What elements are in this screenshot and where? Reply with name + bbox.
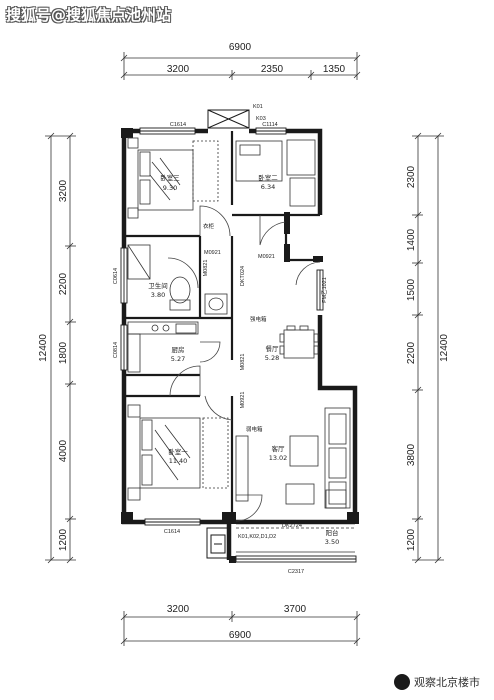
dim-left-part-4: 4000 bbox=[58, 439, 69, 462]
washbasin bbox=[204, 293, 228, 315]
dim-left-part-5: 1200 bbox=[58, 528, 69, 551]
dim-right-total: 12400 bbox=[439, 334, 450, 362]
left-dimension-lines bbox=[45, 132, 76, 564]
watermark-top: 搜狐号@搜狐焦点池州站 bbox=[6, 6, 172, 24]
furniture bbox=[127, 137, 355, 553]
door-swings bbox=[167, 205, 321, 522]
dim-top-part-3: 1350 bbox=[323, 64, 346, 75]
tag-c1614-top: C1614 bbox=[170, 122, 186, 128]
tag-wardrobe: 衣柜 bbox=[203, 222, 215, 230]
tag-k01-k02-d1-d2: K01,K02,D1,D2 bbox=[238, 534, 276, 540]
tag-c1114: C1114 bbox=[262, 122, 277, 128]
tag-c0614: C0614 bbox=[113, 268, 119, 284]
dim-right-part-1: 2300 bbox=[406, 165, 417, 188]
tag-k01: K01 bbox=[253, 104, 263, 110]
room-area-dining: 5.28 bbox=[265, 354, 279, 362]
room-name-balcony: 阳台 bbox=[326, 528, 339, 537]
tag-dkt024: DKT024 bbox=[240, 266, 246, 286]
tag-c1614-bottom: C1614 bbox=[164, 529, 180, 535]
room-name-bedroom1: 卧室一 bbox=[168, 447, 188, 456]
tag-k03: K03 bbox=[256, 116, 266, 122]
dim-top-part-2: 2350 bbox=[261, 64, 284, 75]
dim-bottom-total: 6900 bbox=[229, 630, 252, 641]
thin-walls bbox=[124, 131, 320, 522]
room-area-bedroom1: 11.40 bbox=[169, 457, 188, 465]
dim-left-part-3: 1800 bbox=[58, 341, 69, 364]
tag-m0921-c: M0921 bbox=[240, 392, 246, 409]
dim-left-total: 12400 bbox=[38, 334, 49, 362]
tag-c2317: C2317 bbox=[288, 569, 304, 575]
room-name-bedroom3: 卧室三 bbox=[160, 173, 180, 182]
wechat-logo-icon bbox=[394, 674, 410, 690]
room-area-bathroom: 3.80 bbox=[151, 291, 165, 299]
dim-left-part-2: 2200 bbox=[58, 272, 69, 295]
tag-m0921-a: M0921 bbox=[204, 250, 221, 256]
tv-cabinet bbox=[235, 435, 249, 502]
wall-blocks bbox=[121, 128, 359, 563]
dim-top-part-1: 3200 bbox=[167, 64, 190, 75]
tag-weak-electric-box: 弱电箱 bbox=[246, 425, 263, 433]
right-dimension-lines bbox=[412, 132, 444, 564]
shower bbox=[127, 244, 151, 280]
watermark-bottom: 观察北京楼市 bbox=[394, 674, 480, 690]
dim-bottom-part-1: 3200 bbox=[167, 604, 190, 615]
room-name-kitchen: 厨房 bbox=[172, 345, 185, 354]
dim-right-part-2: 1400 bbox=[406, 228, 417, 251]
bed-bedroom3 bbox=[137, 149, 194, 211]
room-area-bedroom2: 6.34 bbox=[261, 183, 275, 191]
windows bbox=[120, 127, 357, 563]
dim-left-part-1: 3200 bbox=[58, 179, 69, 202]
dim-top-total: 6900 bbox=[229, 42, 252, 53]
dim-right-part-6: 1200 bbox=[406, 528, 417, 551]
room-area-bedroom3: 9.30 bbox=[163, 184, 177, 192]
dim-right-part-3: 1500 bbox=[406, 278, 417, 301]
room-name-bathroom: 卫生间 bbox=[148, 281, 168, 290]
bed-bedroom1 bbox=[139, 417, 201, 489]
room-name-bedroom2: 卧室二 bbox=[258, 173, 278, 182]
ac-units bbox=[206, 109, 250, 559]
tag-dk2724: DK2724 bbox=[282, 523, 302, 529]
top-dimension-lines bbox=[120, 52, 361, 80]
dim-right-part-4: 2200 bbox=[406, 341, 417, 364]
tag-m0921-b: M0921 bbox=[258, 254, 275, 260]
bed-bedroom2 bbox=[235, 140, 283, 182]
dining-table bbox=[283, 329, 315, 359]
dim-bottom-part-2: 3700 bbox=[284, 604, 307, 615]
room-area-living: 13.02 bbox=[269, 454, 288, 462]
dim-right-part-5: 3800 bbox=[406, 443, 417, 466]
walls bbox=[121, 128, 358, 563]
tag-m0821-a: M0821 bbox=[203, 260, 209, 277]
tag-c0814: C0814 bbox=[113, 342, 119, 358]
watermark-bottom-text: 观察北京楼市 bbox=[414, 676, 480, 689]
bottom-dimension-lines bbox=[120, 611, 361, 646]
tag-fm1021: FM乙1021 bbox=[321, 277, 328, 303]
coffee-table bbox=[289, 435, 319, 467]
tag-m0821-b: M0821 bbox=[240, 354, 246, 371]
toilet bbox=[169, 276, 191, 304]
room-area-balcony: 3.50 bbox=[325, 538, 339, 546]
tag-strong-electric-box: 强电箱 bbox=[250, 315, 267, 323]
room-name-living: 客厅 bbox=[272, 444, 286, 453]
room-area-kitchen: 5.27 bbox=[171, 355, 185, 363]
room-name-dining: 餐厅 bbox=[266, 344, 280, 353]
